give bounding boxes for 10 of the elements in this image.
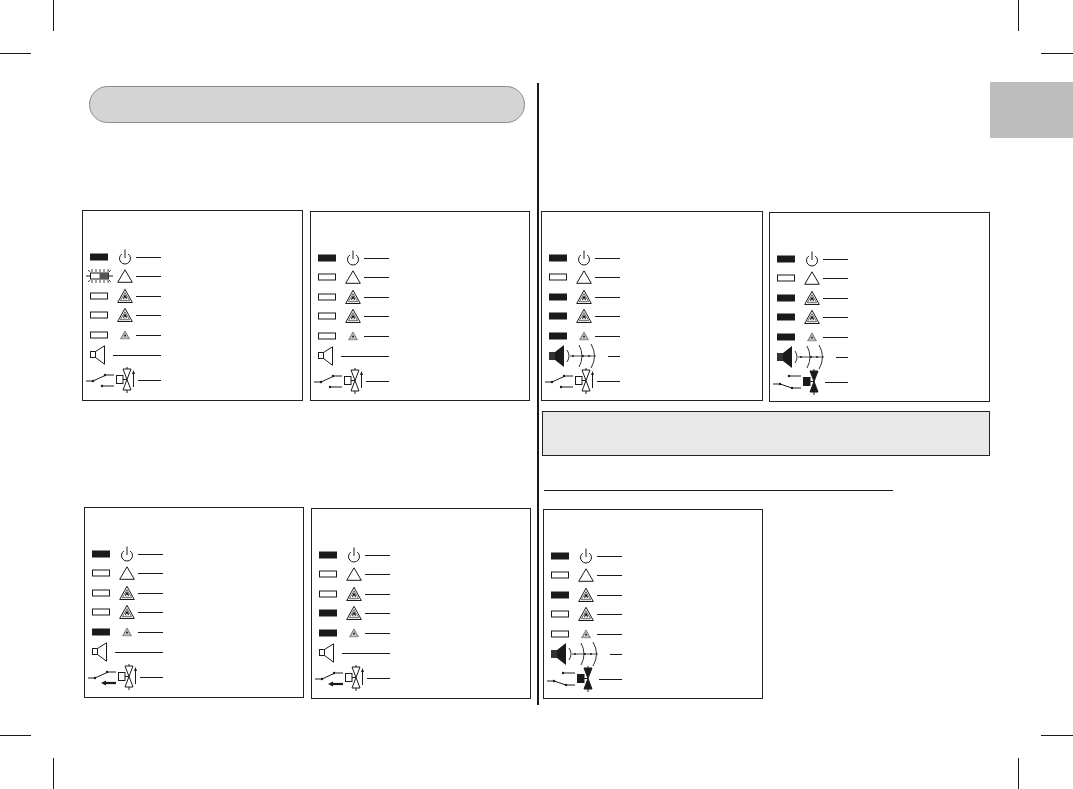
heading-banner [89,86,525,123]
indicator-panel [311,508,531,699]
indicator-panel [84,507,304,698]
section-tab [990,82,1073,138]
indicator-panel [769,212,990,402]
indicator-panel [543,509,763,699]
note-box [542,411,990,456]
indicator-panel [310,211,530,401]
indicator-panel [541,211,763,401]
indicator-panel [82,210,303,401]
